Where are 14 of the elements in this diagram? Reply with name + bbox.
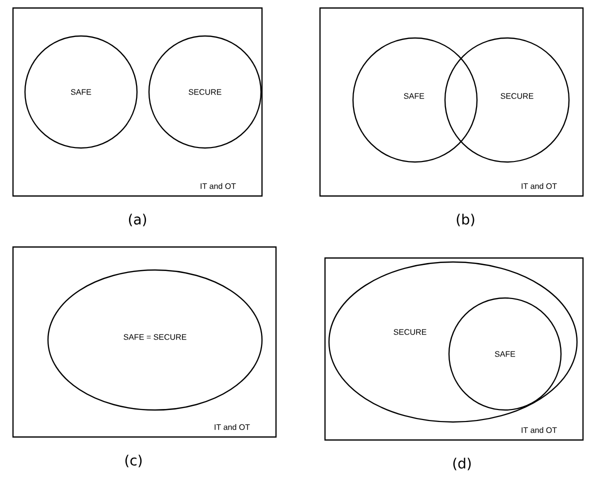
scope-label: IT and OT — [200, 183, 236, 189]
venn-set: SAFE = SECURE — [47, 269, 263, 411]
scope-label: IT and OT — [214, 424, 250, 430]
panel-caption: (b) — [456, 214, 474, 226]
venn-set: SAFE — [24, 35, 138, 149]
venn-set: SAFE — [352, 37, 478, 163]
scope-label: IT and OT — [522, 183, 557, 189]
venn-set: SECURE — [148, 35, 262, 149]
panel-caption: (d) — [453, 458, 471, 470]
venn-set: SAFE — [448, 297, 562, 411]
panel-caption: (c) — [125, 454, 142, 468]
venn-set: SECURE — [444, 37, 570, 163]
scope-label: IT and OT — [522, 427, 557, 433]
panel-caption: (a) — [128, 214, 146, 226]
